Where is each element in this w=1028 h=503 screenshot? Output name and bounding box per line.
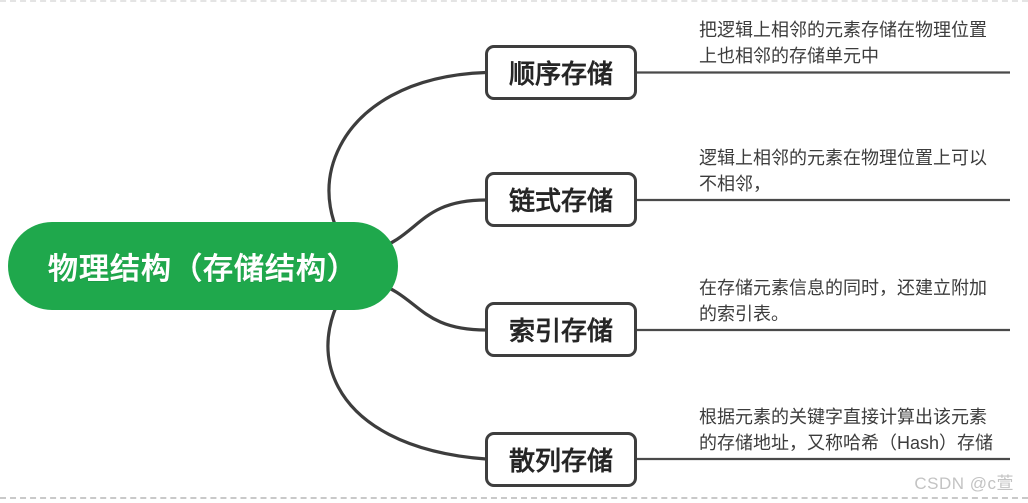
description-hashed: 根据元素的关键字直接计算出该元素 的存储地址，又称哈希（Hash）存储 bbox=[699, 404, 1011, 456]
description-sequential: 把逻辑上相邻的元素存储在物理位置 上也相邻的存储单元中 bbox=[699, 17, 1011, 69]
branch-node-indexed-label: 索引存储 bbox=[508, 316, 613, 346]
description-line: 把逻辑上相邻的元素存储在物理位置 bbox=[699, 20, 987, 40]
root-node: 物理结构（存储结构） bbox=[8, 222, 398, 310]
branch-node-sequential-label: 顺序存储 bbox=[508, 59, 613, 89]
branch-node-linked: 链式存储 bbox=[485, 172, 637, 227]
root-node-label: 物理结构（存储结构） bbox=[48, 253, 358, 286]
watermark: CSDN @c萱 bbox=[914, 474, 1014, 493]
description-line: 逻辑上相邻的元素在物理位置上可以 bbox=[699, 148, 987, 168]
branch-node-sequential: 顺序存储 bbox=[485, 45, 637, 100]
branch-node-hashed-label: 散列存储 bbox=[508, 446, 613, 476]
branch-node-indexed: 索引存储 bbox=[485, 302, 637, 357]
bottom-artifact-line bbox=[0, 497, 1028, 499]
top-artifact-line bbox=[0, 0, 1028, 2]
description-line: 的存储地址，又称哈希（Hash）存储 bbox=[699, 433, 994, 453]
branch-node-hashed: 散列存储 bbox=[485, 432, 637, 487]
description-line: 根据元素的关键字直接计算出该元素 bbox=[699, 407, 987, 427]
description-line: 不相邻， bbox=[699, 174, 771, 194]
curve-root-to-indexed bbox=[374, 280, 487, 332]
branch-node-linked-label: 链式存储 bbox=[508, 186, 613, 216]
description-line: 在存储元素信息的同时，还建立附加 bbox=[699, 278, 987, 298]
description-line: 的索引表。 bbox=[699, 304, 789, 324]
description-linked: 逻辑上相邻的元素在物理位置上可以 不相邻， bbox=[699, 145, 1011, 197]
description-indexed: 在存储元素信息的同时，还建立附加 的索引表。 bbox=[699, 275, 1011, 327]
description-line: 上也相邻的存储单元中 bbox=[699, 46, 879, 66]
